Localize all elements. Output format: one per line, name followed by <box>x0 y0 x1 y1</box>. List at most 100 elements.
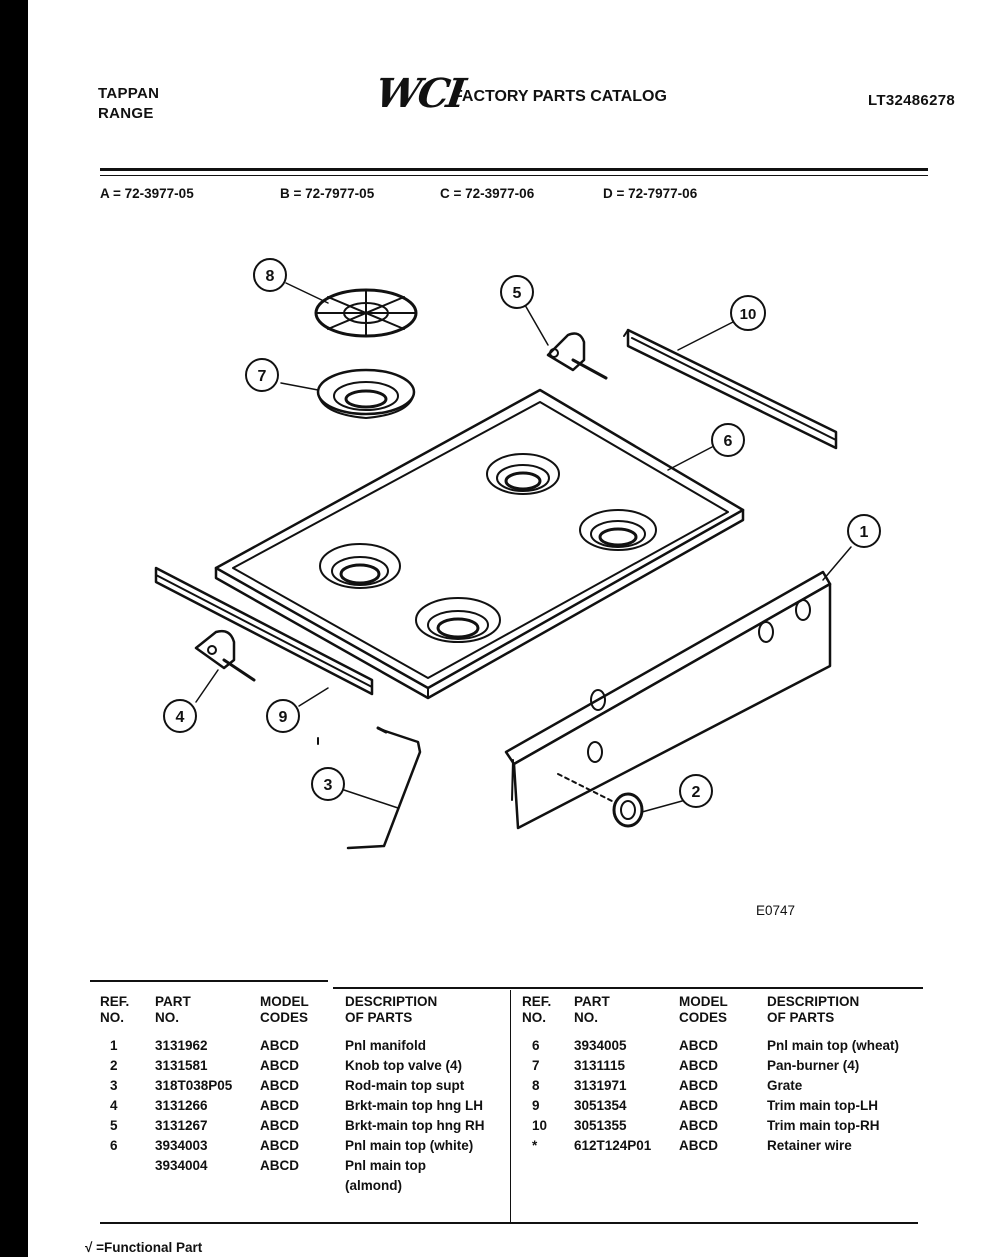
ref-no-cell: 5 <box>110 1118 118 1133</box>
part-no-cell: 3934005 <box>574 1038 627 1053</box>
table-top-rule-right <box>333 987 923 989</box>
callout-2: 2 <box>679 774 713 808</box>
footnote: √ =Functional Part <box>85 1240 203 1255</box>
part-no-cell <box>155 1176 260 1196</box>
callout-7: 7 <box>245 358 279 392</box>
header-ref-no: REF.NO. <box>100 994 130 1025</box>
part-no-cell: 612T124P01 <box>574 1138 652 1153</box>
description-cell: Pnl main top (white) <box>345 1138 474 1153</box>
grate <box>314 288 418 338</box>
callout-4: 4 <box>163 699 197 733</box>
svg-text:1: 1 <box>860 524 869 541</box>
table-row: 6 3934003 ABCD Pnl main top (white) <box>100 1136 515 1156</box>
part-no-cell: 3131115 <box>574 1058 626 1073</box>
bracket-hinge-rh <box>546 332 608 380</box>
svg-text:5: 5 <box>513 285 522 302</box>
table-row: 3 318T038P05 ABCD Rod-main top supt <box>100 1076 515 1096</box>
part-no-cell: 3051355 <box>574 1118 627 1133</box>
catalog-number: LT32486278 <box>868 92 955 109</box>
trim-right <box>623 328 838 450</box>
callout-10: 10 <box>730 295 766 331</box>
callout-3: 3 <box>311 767 345 801</box>
ref-no-cell: 9 <box>532 1098 540 1113</box>
model-codes-cell: ABCD <box>260 1138 299 1153</box>
description-cell: Rod-main top supt <box>345 1078 465 1093</box>
description-cell: Trim main top-RH <box>767 1118 880 1133</box>
table-divider <box>510 990 511 1222</box>
description-cell: Pnl main top <box>345 1158 426 1173</box>
model-codes-cell: ABCD <box>260 1038 299 1053</box>
ref-no-cell: 3 <box>110 1078 118 1093</box>
ref-no-cell: 6 <box>110 1138 118 1153</box>
ref-no-cell: 10 <box>532 1118 548 1133</box>
callout-1: 1 <box>847 514 881 548</box>
model-codes-cell: ABCD <box>260 1158 299 1173</box>
model-codes-cell <box>260 1176 345 1196</box>
ref-no-cell: 6 <box>532 1038 540 1053</box>
pan-burner <box>316 368 416 419</box>
header-rule-thick <box>100 168 928 171</box>
model-codes-cell: ABCD <box>679 1138 718 1153</box>
description-cell: Trim main top-LH <box>767 1098 878 1113</box>
bracket-hinge-lh <box>194 629 256 682</box>
model-codes-cell: ABCD <box>260 1078 299 1093</box>
description-cell: Pnl main top (wheat) <box>767 1038 900 1053</box>
svg-text:10: 10 <box>740 306 757 323</box>
description-cell: Grate <box>767 1078 803 1093</box>
parts-catalog-page: TAPPAN RANGE WCI FACTORY PARTS CATALOG L… <box>28 0 1000 1257</box>
part-no-cell: 3934003 <box>155 1138 208 1153</box>
ref-no-cell <box>100 1156 155 1176</box>
knob-top-valve <box>557 773 644 828</box>
description-cell: Retainer wire <box>767 1138 852 1153</box>
model-codes-cell: ABCD <box>679 1098 718 1113</box>
diagram-code: E0747 <box>756 903 796 918</box>
part-no-cell: 3131581 <box>155 1058 208 1073</box>
part-no-cell: 3131266 <box>155 1098 208 1113</box>
brand-name: TAPPAN <box>98 85 160 102</box>
part-no-cell: 3131962 <box>155 1038 208 1053</box>
exploded-parts-diagram: 1 2 3 4 5 6 7 8 9 10 <box>154 258 881 850</box>
model-d: D = 72-7977-06 <box>603 186 698 201</box>
header-rule-thin <box>100 175 928 176</box>
part-no-cell: 3131971 <box>574 1078 627 1093</box>
svg-text:3: 3 <box>324 777 333 794</box>
svg-text:4: 4 <box>176 709 185 726</box>
ref-no-cell: 1 <box>110 1038 118 1053</box>
ref-no-cell: 8 <box>532 1078 540 1093</box>
svg-text:9: 9 <box>279 709 288 726</box>
callout-9: 9 <box>266 699 300 733</box>
callout-6: 6 <box>711 423 745 457</box>
model-codes-cell: ABCD <box>679 1058 718 1073</box>
ref-no-cell: 4 <box>110 1098 118 1113</box>
model-c: C = 72-3977-06 <box>440 186 535 201</box>
model-b: B = 72-7977-05 <box>280 186 375 201</box>
part-no-cell: 318T038P05 <box>155 1078 233 1093</box>
rod-main-top-support <box>317 726 422 850</box>
header-ref-no: REF.NO. <box>522 994 552 1025</box>
part-no-cell: 3131267 <box>155 1118 208 1133</box>
brand-block: TAPPAN RANGE <box>98 84 159 124</box>
callout-5: 5 <box>500 275 534 309</box>
description-cell: (almond) <box>345 1178 402 1193</box>
table-bottom-rule <box>100 1222 918 1224</box>
catalog-title: FACTORY PARTS CATALOG <box>453 88 667 105</box>
ref-no-cell: 2 <box>110 1058 118 1073</box>
